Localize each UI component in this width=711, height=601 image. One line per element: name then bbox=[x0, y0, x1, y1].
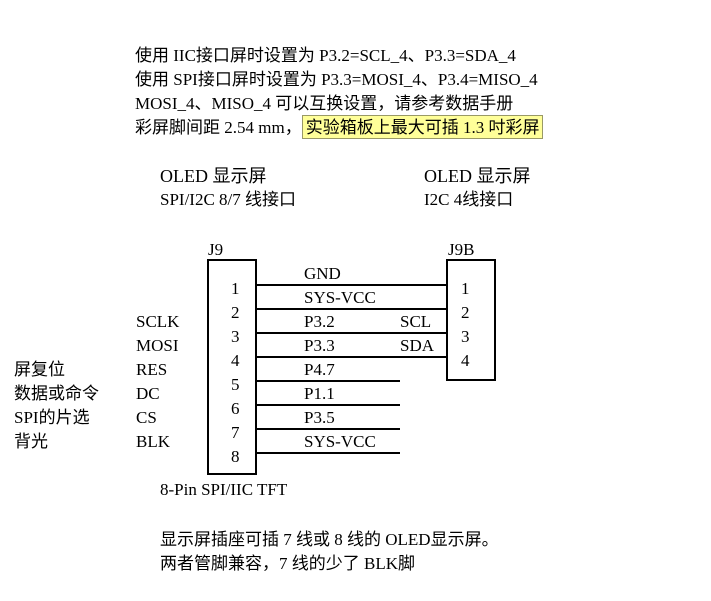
function-label: SPI的片选 bbox=[14, 408, 90, 427]
j9-pin-number: 4 bbox=[231, 351, 240, 370]
j9b-connector-box bbox=[446, 259, 496, 381]
signal-label: MOSI bbox=[136, 336, 179, 355]
left-header-title: OLED 显示屏 bbox=[160, 166, 267, 186]
note-line-3: MOSI_4、MISO_4 可以互换设置，请参考数据手册 bbox=[135, 94, 514, 113]
right-header-title: OLED 显示屏 bbox=[424, 166, 531, 186]
left-header-sub: SPI/I2C 8/7 线接口 bbox=[160, 190, 297, 209]
signal-label: DC bbox=[136, 384, 160, 403]
j9-connector-box bbox=[207, 259, 257, 475]
j9-pin-number: 3 bbox=[231, 327, 240, 346]
signal-label: SCLK bbox=[136, 312, 180, 331]
j9-pin-number: 5 bbox=[231, 375, 240, 394]
net-label: P3.2 bbox=[304, 312, 335, 331]
net-label: SYS-VCC bbox=[304, 288, 376, 307]
footer-line-1: 显示屏插座可插 7 线或 8 线的 OLED显示屏。 bbox=[160, 530, 499, 549]
j9-pin-number: 2 bbox=[231, 303, 240, 322]
function-label: 屏复位 bbox=[14, 360, 65, 379]
note-line-1: 使用 IIC接口屏时设置为 P3.2=SCL_4、P3.3=SDA_4 bbox=[135, 46, 516, 65]
function-label: 数据或命令 bbox=[14, 384, 99, 403]
j9b-pin-number: 4 bbox=[461, 351, 470, 370]
j9-label: J9 bbox=[208, 240, 224, 259]
note-line-4: 彩屏脚间距 2.54 mm，实验箱板上最大可插 1.3 吋彩屏 bbox=[135, 115, 544, 139]
note-line-4-prefix: 彩屏脚间距 2.54 mm， bbox=[135, 118, 302, 137]
net-label: SYS-VCC bbox=[304, 432, 376, 451]
j9b-pin-number: 1 bbox=[461, 279, 470, 298]
signal-label: CS bbox=[136, 408, 157, 427]
i2c-net-label: SDA bbox=[400, 336, 435, 355]
net-label: GND bbox=[304, 264, 341, 283]
signal-label: RES bbox=[136, 360, 168, 379]
right-header-sub: I2C 4线接口 bbox=[424, 190, 514, 209]
j9b-pin-number: 3 bbox=[461, 327, 470, 346]
net-label: P1.1 bbox=[304, 384, 335, 403]
j9-pin-number: 6 bbox=[231, 399, 240, 418]
net-label: P3.5 bbox=[304, 408, 335, 427]
signal-label: BLK bbox=[136, 432, 170, 451]
j9-pin-number: 7 bbox=[231, 423, 240, 442]
j9b-label: J9B bbox=[448, 240, 475, 259]
j9-pin-number: 1 bbox=[231, 279, 240, 298]
note-line-2: 使用 SPI接口屏时设置为 P3.3=MOSI_4、P3.4=MISO_4 bbox=[135, 70, 538, 89]
j9-pin-number: 8 bbox=[231, 447, 240, 466]
i2c-net-label: SCL bbox=[400, 312, 432, 331]
net-label: P4.7 bbox=[304, 360, 335, 379]
net-label: P3.3 bbox=[304, 336, 335, 355]
footer-line-2: 两者管脚兼容，7 线的少了 BLK脚 bbox=[160, 554, 415, 573]
function-label: 背光 bbox=[14, 432, 48, 451]
j9-caption: 8-Pin SPI/IIC TFT bbox=[160, 480, 288, 499]
highlight-note: 实验箱板上最大可插 1.3 吋彩屏 bbox=[301, 115, 544, 139]
j9b-pin-number: 2 bbox=[461, 303, 470, 322]
